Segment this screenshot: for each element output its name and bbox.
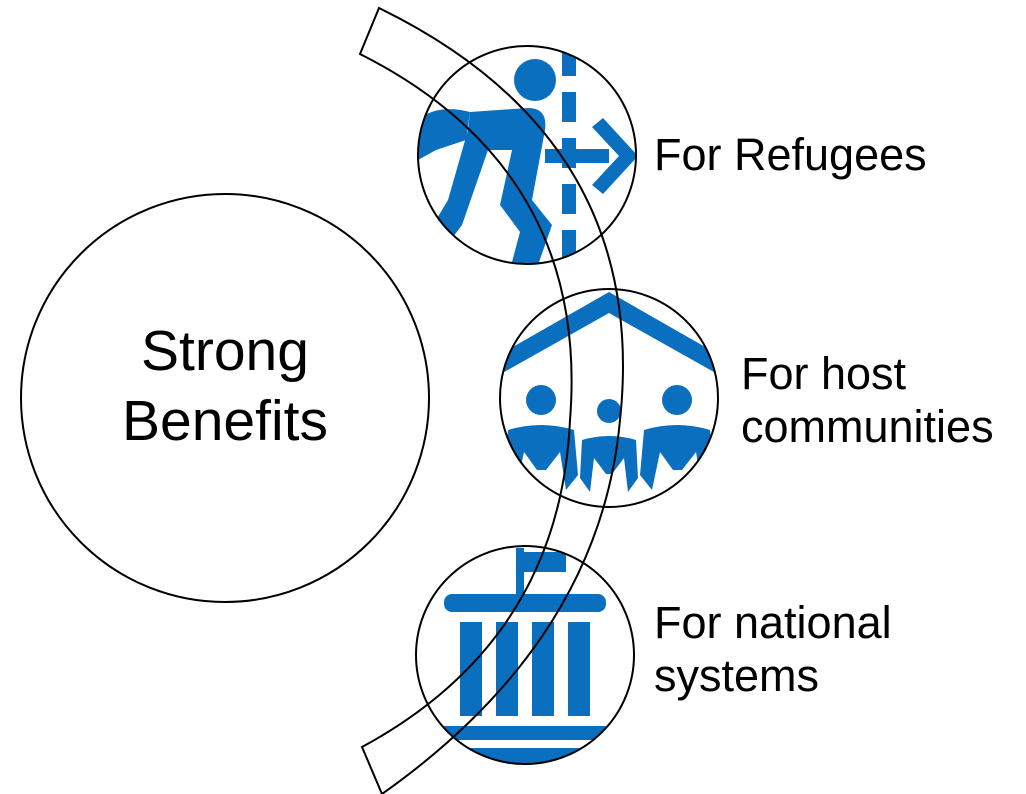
- label-for-refugees: For Refugees: [654, 128, 927, 181]
- center-title-line-2: Benefits: [122, 389, 328, 453]
- label-host-line-2: communities: [741, 401, 994, 453]
- label-national-line-1: For national: [654, 597, 892, 648]
- community-house-icon: [500, 292, 718, 492]
- center-title: Strong Benefits: [18, 316, 432, 456]
- label-host-line-1: For host: [741, 348, 907, 399]
- center-circle: [20, 193, 430, 603]
- icon-circle-national: [415, 545, 635, 765]
- person-crossing-border-icon: [418, 46, 636, 264]
- icon-circle-host: [499, 288, 719, 508]
- label-refugees-line-1: For Refugees: [654, 129, 927, 180]
- label-for-host-communities: For host communities: [741, 347, 994, 453]
- label-national-line-2: systems: [654, 650, 820, 702]
- label-for-national-systems: For national systems: [654, 596, 892, 702]
- icon-circle-refugees: [417, 45, 637, 265]
- center-title-line-1: Strong: [141, 319, 309, 383]
